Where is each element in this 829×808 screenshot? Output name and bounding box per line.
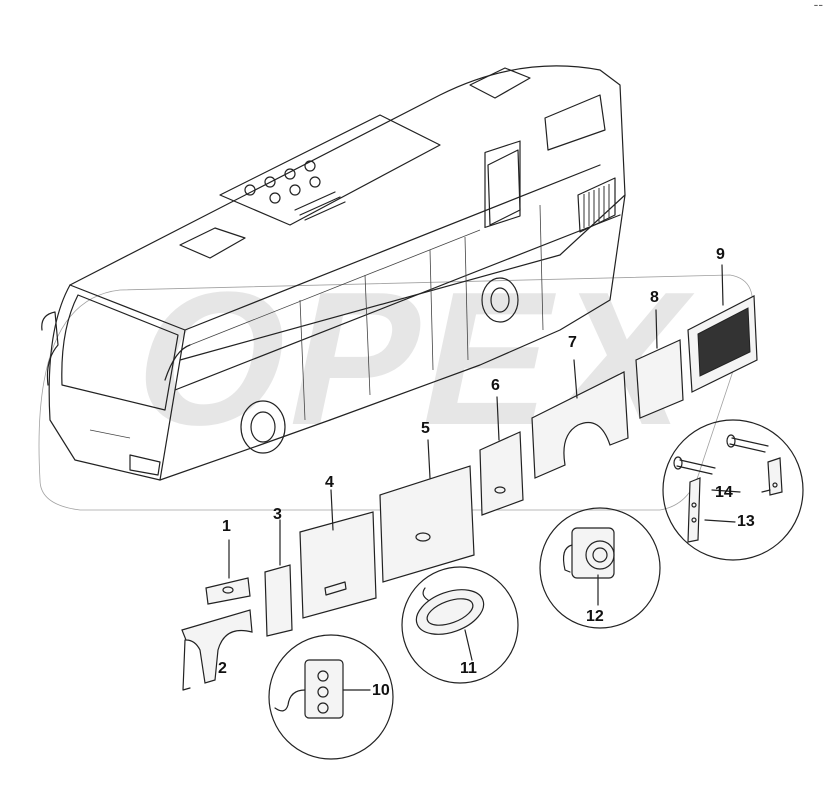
callout-12: 12 <box>586 608 604 625</box>
callout-13: 13 <box>737 513 755 530</box>
part-8-panel <box>635 309 684 419</box>
callout-8: 8 <box>650 289 659 306</box>
part-3-narrow-panel <box>264 519 293 637</box>
callout-6: 6 <box>491 377 500 394</box>
part-1-plate <box>205 539 251 605</box>
part-12-lock-detail <box>539 507 661 629</box>
callout-5: 5 <box>421 420 430 437</box>
callout-3: 3 <box>273 506 282 523</box>
part-11-handle-detail <box>401 566 519 684</box>
part-2-wheel-arch <box>181 609 253 691</box>
callout-10: 10 <box>372 682 390 699</box>
corner-mark: -- <box>813 0 823 12</box>
callout-11: 11 <box>460 660 477 677</box>
callout-1: 1 <box>222 518 231 535</box>
part-5-panel <box>379 439 475 583</box>
part-7-arch-panel <box>531 359 629 479</box>
roof-vents <box>244 160 346 221</box>
bus-illustration <box>41 65 626 481</box>
callout-9: 9 <box>716 246 725 263</box>
callout-14: 14 <box>715 484 733 501</box>
part-4-panel <box>299 489 377 619</box>
part-9-grille-panel <box>687 264 758 393</box>
part-10-latch-detail <box>268 634 394 760</box>
callout-4: 4 <box>325 474 334 491</box>
part-6-panel <box>479 396 524 516</box>
callout-2: 2 <box>218 660 227 677</box>
callout-7: 7 <box>568 334 577 351</box>
part-13-14-hinge-detail <box>662 419 804 561</box>
